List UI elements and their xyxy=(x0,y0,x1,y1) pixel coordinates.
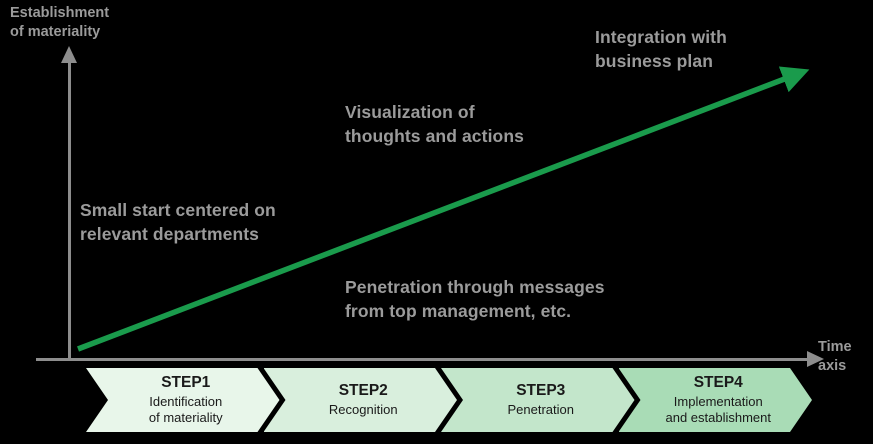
annotation-integration: Integration with business plan xyxy=(595,27,727,72)
step-item-4[interactable]: STEP4 Implementation and establishment xyxy=(619,368,813,432)
annotation-penetration: Penetration through messages from top ma… xyxy=(345,277,605,322)
y-axis-label: Establishment of materiality xyxy=(10,5,110,40)
y-axis-line xyxy=(68,62,71,360)
step-shape-2 xyxy=(264,368,458,432)
annotation-visualization: Visualization of thoughts and actions xyxy=(345,102,524,147)
annotation-small-start: Small start centered on relevant departm… xyxy=(80,200,276,245)
step-text-4: STEP4 Implementation and establishment xyxy=(659,374,771,426)
step-subtitle-3: Penetration xyxy=(507,402,575,418)
step-text-1: STEP1 Identification of materiality xyxy=(143,374,223,426)
step-title-3: STEP3 xyxy=(516,381,566,399)
step-shape-1 xyxy=(86,368,280,432)
step-ribbon: STEP1 Identification of materiality STEP… xyxy=(86,368,812,432)
step-shape-3 xyxy=(441,368,635,432)
step-item-3[interactable]: STEP3 Penetration xyxy=(441,368,635,432)
step-item-1[interactable]: STEP1 Identification of materiality xyxy=(86,368,280,432)
step-subtitle-2: Recognition xyxy=(328,402,398,418)
step-text-2: STEP2 Recognition xyxy=(323,382,398,418)
x-axis-line xyxy=(36,358,811,361)
step-item-2[interactable]: STEP2 Recognition xyxy=(264,368,458,432)
step-subtitle-4: Implementation and establishment xyxy=(665,394,771,426)
step-subtitle-1: Identification of materiality xyxy=(148,394,223,426)
step-title-1: STEP1 xyxy=(161,373,211,391)
x-axis-label: Time axis xyxy=(818,339,852,374)
step-title-2: STEP2 xyxy=(338,381,388,399)
step-title-4: STEP4 xyxy=(693,373,743,391)
y-axis-arrow-icon xyxy=(61,46,77,63)
step-text-3: STEP3 Penetration xyxy=(502,382,575,418)
x-axis-arrow-icon xyxy=(807,351,824,367)
step-shape-4 xyxy=(619,368,813,432)
